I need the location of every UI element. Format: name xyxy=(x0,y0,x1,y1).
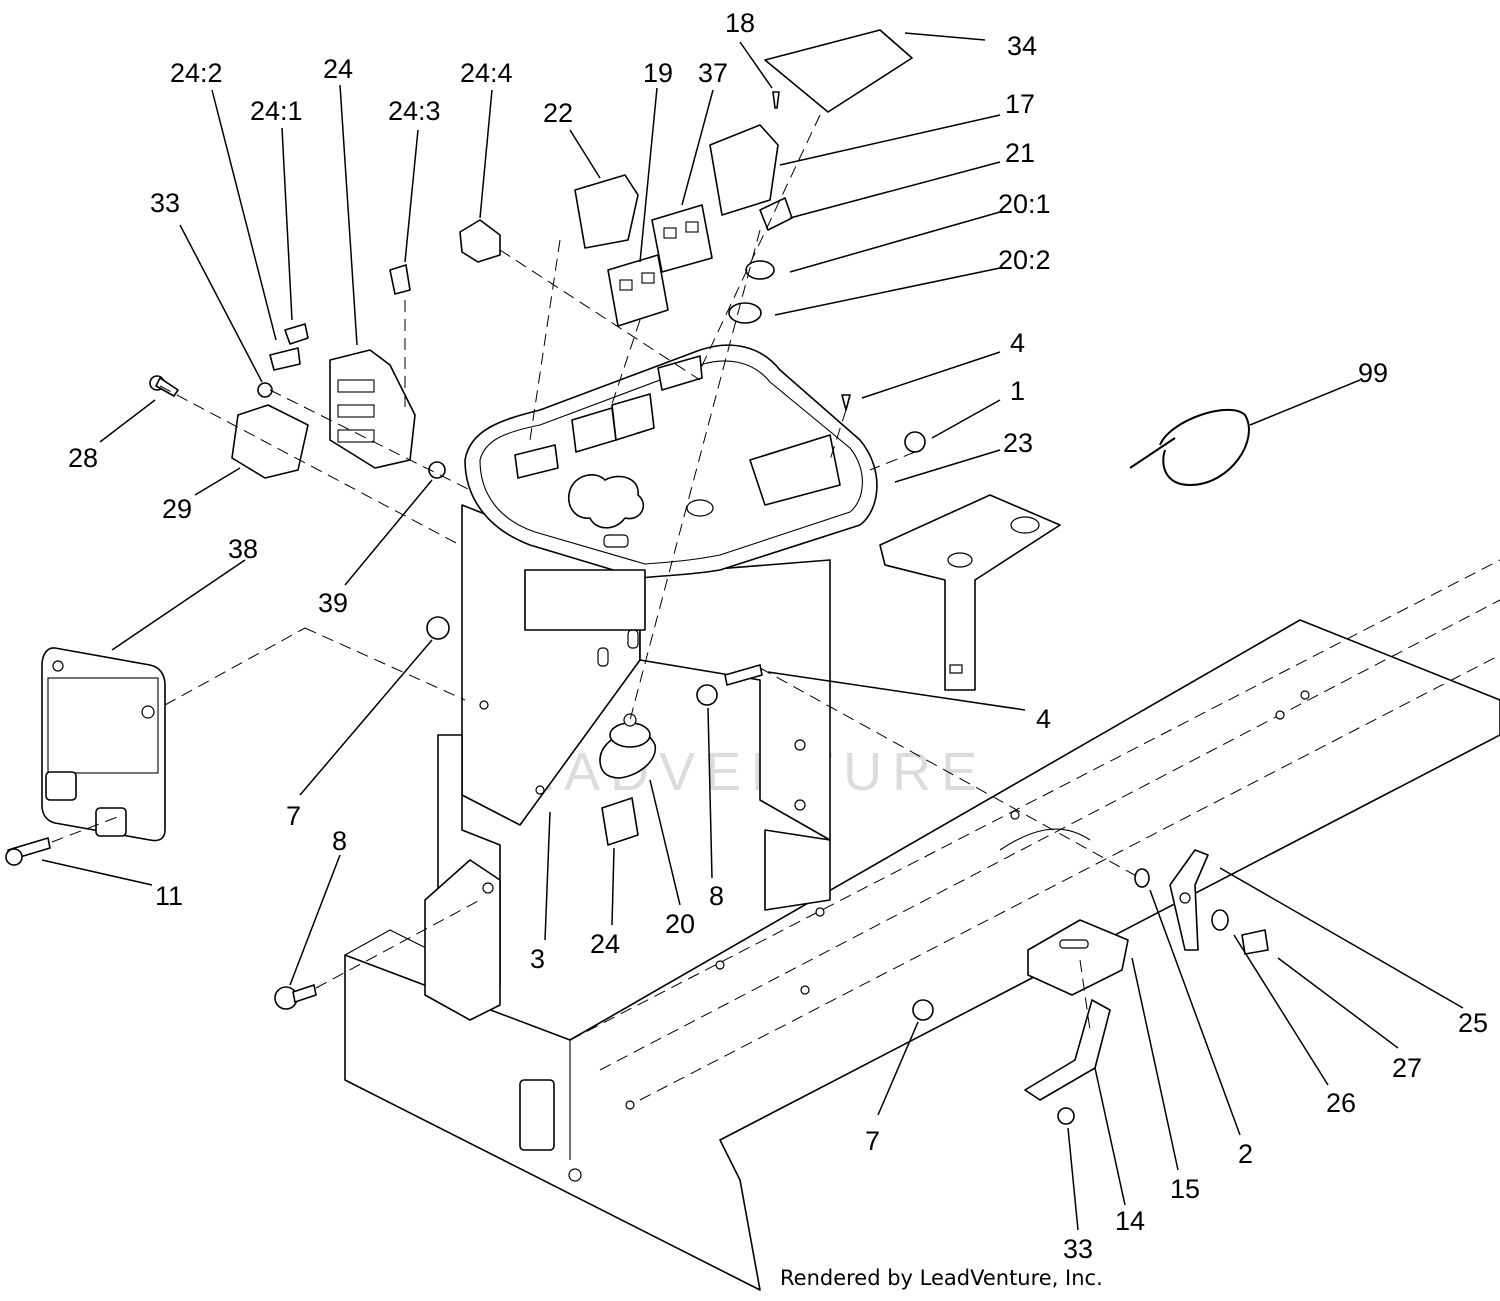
nut-33-bottom xyxy=(1057,1107,1075,1125)
relay-29 xyxy=(231,404,309,479)
bolt-28 xyxy=(149,375,179,397)
plate-15 xyxy=(1027,919,1129,996)
connector-24-bottom xyxy=(601,797,639,846)
callout-24: 24 xyxy=(323,54,353,84)
nut-39 xyxy=(428,461,446,479)
callout-11: 11 xyxy=(155,881,183,911)
nut-7-lower xyxy=(912,999,934,1021)
bolt-4-top xyxy=(841,394,851,411)
callout-7-upper: 7 xyxy=(286,801,301,831)
callout-20-1: 20:1 xyxy=(998,189,1051,219)
callout-37: 37 xyxy=(698,58,728,88)
callout-26: 26 xyxy=(1326,1088,1356,1118)
fuse-24-1 xyxy=(284,323,309,345)
callout-22: 22 xyxy=(543,98,573,128)
credit-text: Rendered by LeadVenture, Inc. xyxy=(780,1266,1103,1290)
nut-33-top xyxy=(257,382,273,398)
callout-8-left: 8 xyxy=(332,826,347,856)
callout-20-2: 20:2 xyxy=(998,245,1051,275)
callouts: 18 34 24:2 24 24:4 19 37 24:1 24:3 17 22… xyxy=(68,8,1488,1264)
callout-24-4: 24:4 xyxy=(460,58,513,88)
callout-24-2: 24:2 xyxy=(170,58,223,88)
callout-21: 21 xyxy=(1005,138,1035,168)
cover-17 xyxy=(709,124,779,216)
switch-37 xyxy=(651,204,713,273)
callout-20: 20 xyxy=(665,909,695,939)
callout-14: 14 xyxy=(1115,1206,1145,1236)
bolt-8-mid xyxy=(696,684,718,706)
callout-15: 15 xyxy=(1170,1174,1200,1204)
screw-18 xyxy=(772,91,780,109)
control-console xyxy=(464,344,878,631)
callout-2: 2 xyxy=(1238,1139,1253,1169)
callout-18: 18 xyxy=(725,8,755,38)
bracket-14 xyxy=(1024,999,1111,1101)
callout-8-mid: 8 xyxy=(709,881,724,911)
switch-19 xyxy=(607,254,669,327)
bracket-25 xyxy=(1169,849,1209,951)
clip-99 xyxy=(1129,408,1250,487)
callout-39: 39 xyxy=(318,588,348,618)
leader-lines xyxy=(41,32,1464,1231)
callout-38: 38 xyxy=(228,534,258,564)
callout-17: 17 xyxy=(1005,89,1035,119)
callout-7-lower: 7 xyxy=(865,1126,880,1156)
fuse-block-24 xyxy=(329,349,416,469)
fuse-24-2 xyxy=(269,347,301,371)
connector-24-4 xyxy=(459,219,501,263)
callout-24-3: 24:3 xyxy=(388,96,441,126)
decal-34 xyxy=(764,29,913,113)
nut-1 xyxy=(904,431,926,453)
callout-27: 27 xyxy=(1392,1053,1422,1083)
callout-1: 1 xyxy=(1010,376,1025,406)
washer-26 xyxy=(1211,909,1229,931)
callout-24-bottom: 24 xyxy=(590,929,620,959)
callout-29: 29 xyxy=(162,494,192,524)
assembly-lines xyxy=(51,114,1141,1031)
bolt-8-left xyxy=(274,984,317,1010)
washer-20-2 xyxy=(728,302,762,324)
bracket-23 xyxy=(879,494,1061,691)
switch-key-21 xyxy=(759,197,793,231)
washer-7-upper xyxy=(426,616,450,640)
callout-3: 3 xyxy=(530,944,545,974)
callout-99: 99 xyxy=(1358,358,1388,388)
switch-22 xyxy=(574,174,639,249)
mount-bracket xyxy=(424,859,501,1021)
callout-28: 28 xyxy=(68,443,98,473)
callout-23: 23 xyxy=(1003,428,1033,458)
module-38 xyxy=(41,647,166,842)
callout-4-top: 4 xyxy=(1010,328,1025,358)
callout-34: 34 xyxy=(1007,31,1037,61)
callout-4-mid: 4 xyxy=(1036,704,1051,734)
nut-20-1 xyxy=(745,260,775,280)
bolt-11 xyxy=(5,837,51,866)
callout-25: 25 xyxy=(1458,1008,1488,1038)
bolt-4-mid xyxy=(724,664,763,686)
bolt-27 xyxy=(1241,929,1269,955)
callout-24-1: 24:1 xyxy=(250,96,303,126)
fuse-24-3 xyxy=(389,264,411,295)
callout-19: 19 xyxy=(643,58,673,88)
washer-2 xyxy=(1134,868,1150,888)
callout-33-top: 33 xyxy=(150,188,180,218)
callout-33-bottom: 33 xyxy=(1063,1234,1093,1264)
ignition-switch-20 xyxy=(599,713,656,779)
